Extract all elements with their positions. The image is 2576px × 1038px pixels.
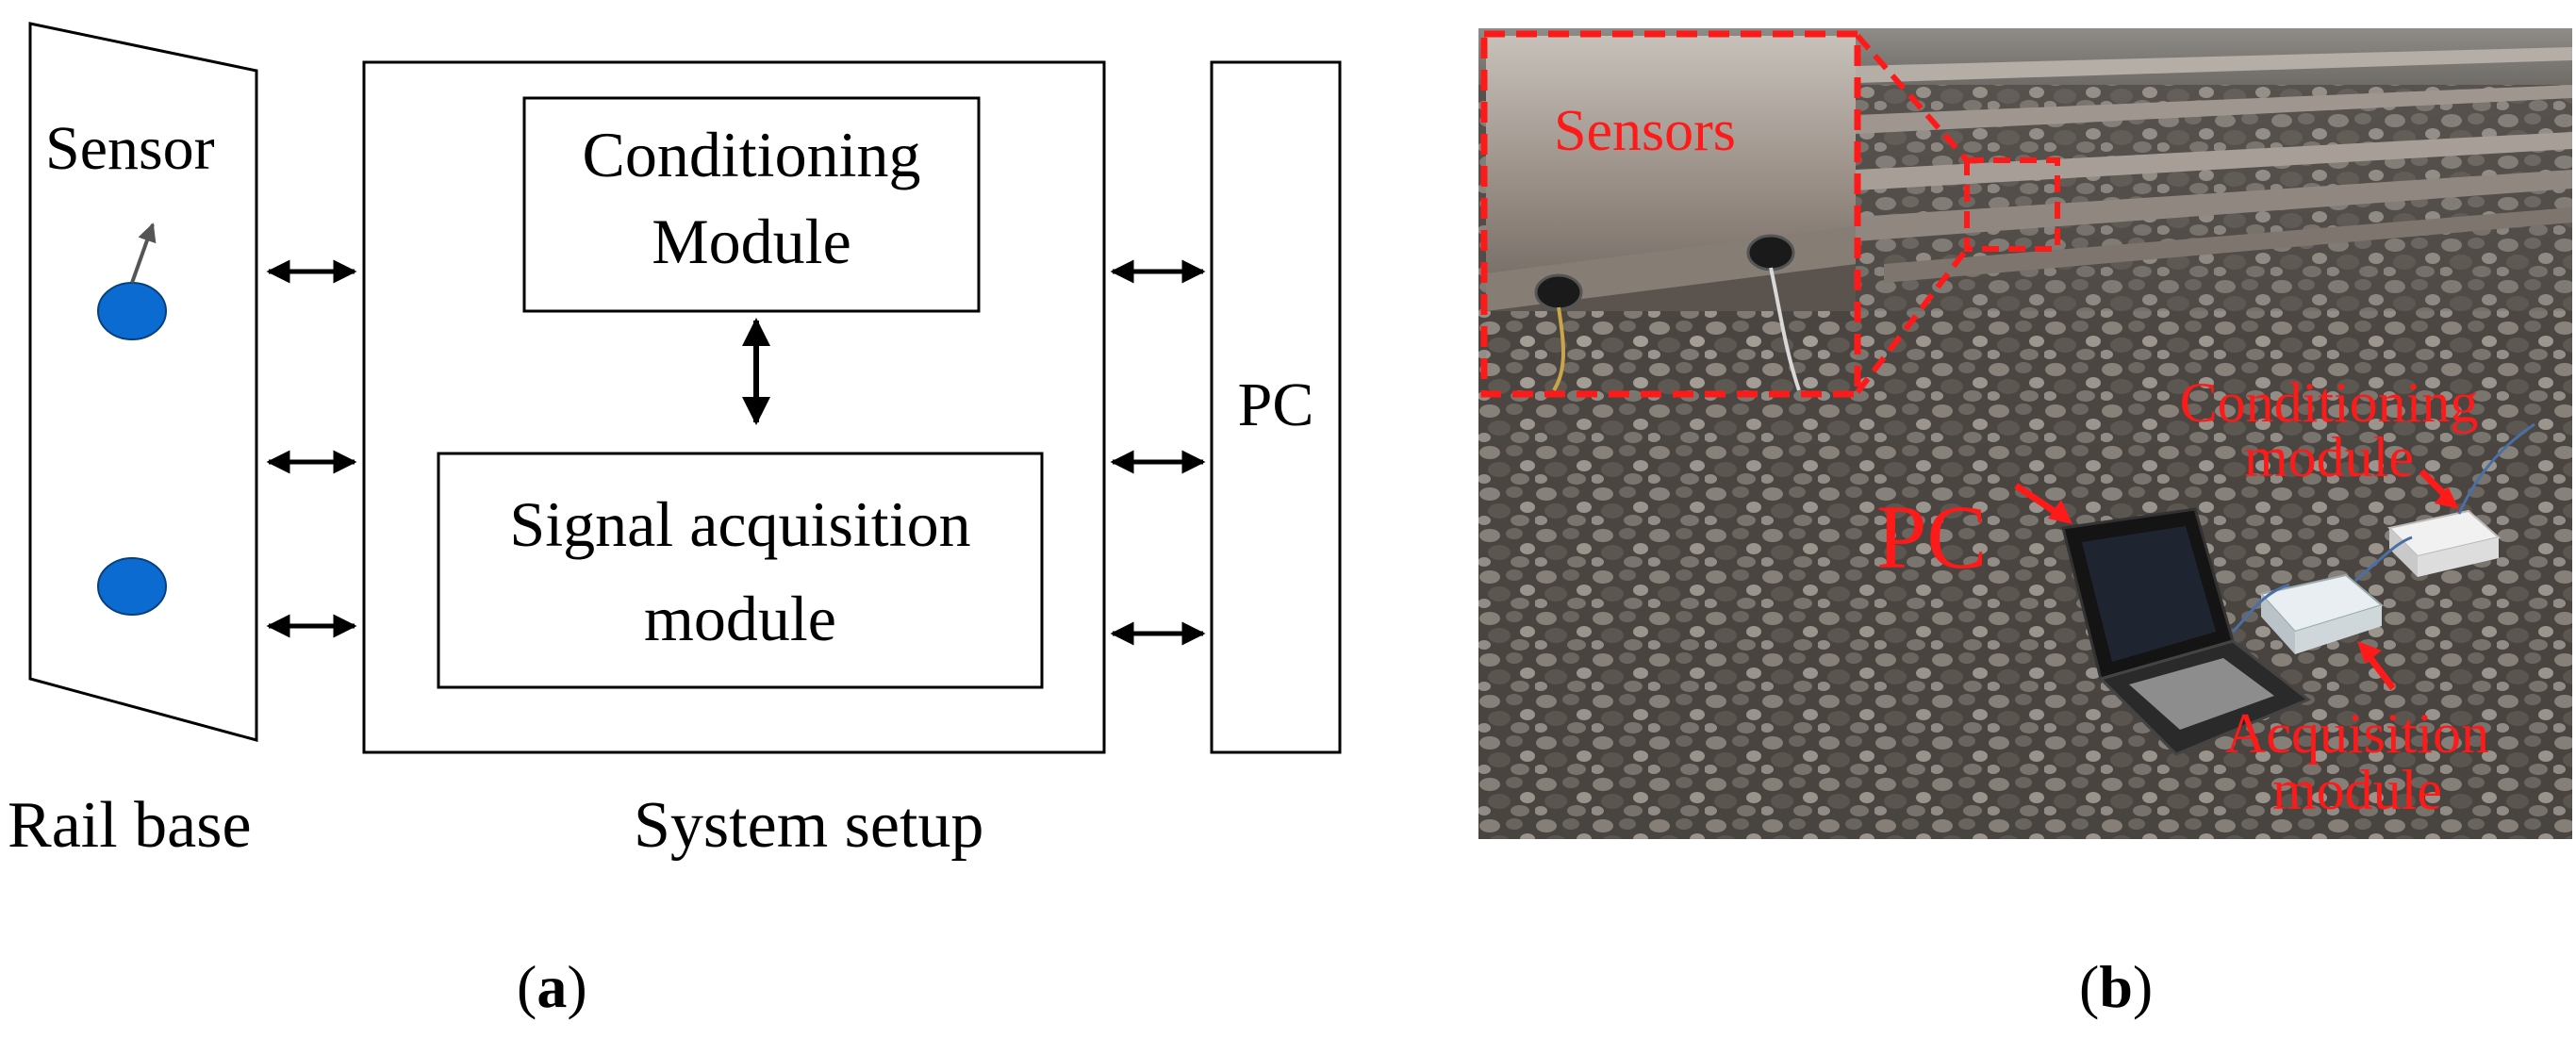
- panel-b-label: (b): [2079, 953, 2154, 1020]
- panel-a-letter: a: [537, 953, 568, 1020]
- block-diagram: [28, 22, 1342, 754]
- pc-annotation: PC: [1876, 486, 1988, 587]
- conditioning-module-line1: Conditioning: [582, 119, 921, 190]
- panel-a-label: (a): [517, 953, 587, 1020]
- field-photo-illustration: [1478, 28, 2572, 839]
- conditioning-module-line2: Module: [652, 206, 851, 277]
- acquisition-annotation: Acquisition module: [2169, 705, 2546, 818]
- acquisition-annotation-line1: Acquisition: [2225, 702, 2489, 765]
- conditioning-annotation-line2: module: [2244, 426, 2414, 488]
- pc-box: [1210, 60, 1342, 754]
- conditioning-annotation: Conditioning module: [2112, 371, 2546, 488]
- rail-base-label: Rail base: [8, 789, 252, 862]
- signal-acquisition-label: Signal acquisition module: [438, 477, 1042, 666]
- sensors-location-box: [1964, 157, 2060, 252]
- system-setup-label: System setup: [634, 789, 984, 862]
- conditioning-module-box: [522, 96, 981, 313]
- sensor-dot-lower: [97, 557, 167, 616]
- sensors-label: Sensors: [1554, 99, 1736, 163]
- signal-acquisition-line2: module: [644, 583, 836, 654]
- panel-b-letter: b: [2099, 953, 2133, 1020]
- signal-acquisition-box: [437, 452, 1044, 689]
- conditioning-annotation-line1: Conditioning: [2179, 371, 2479, 434]
- sensor-direction-arrow: [130, 222, 157, 284]
- sensor-dot-upper: [97, 282, 167, 340]
- pc-label: PC: [1237, 371, 1314, 439]
- field-photo: [1478, 28, 2572, 839]
- rail-base-panel: [28, 22, 258, 742]
- sensor-label: Sensor: [45, 114, 215, 183]
- sensors-inset-border: [1480, 30, 1861, 398]
- conditioning-module-label: Conditioning Module: [524, 111, 979, 285]
- signal-acquisition-line1: Signal acquisition: [509, 488, 971, 560]
- acquisition-annotation-line2: module: [2272, 759, 2442, 821]
